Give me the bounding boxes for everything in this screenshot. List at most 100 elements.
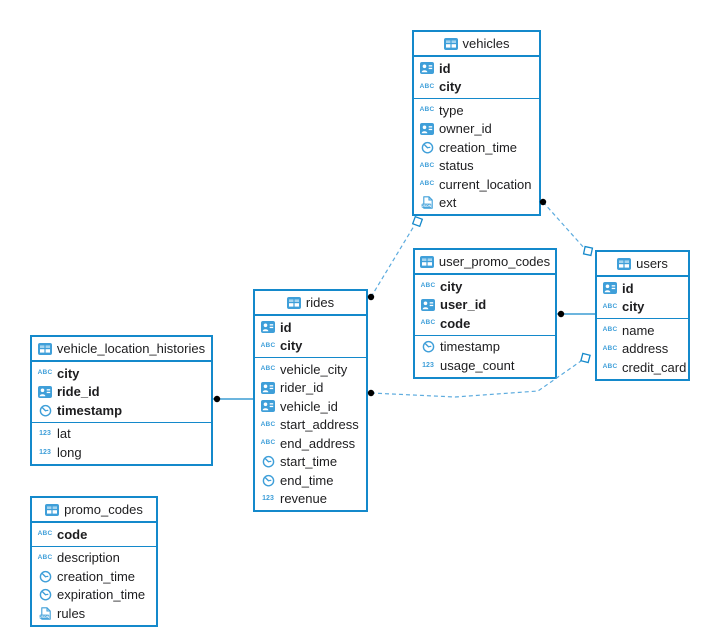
field-label: id [439,60,451,76]
field-label: description [57,550,120,566]
relationship-square-rides-vehicles [411,215,424,228]
text-icon: ABC [602,326,618,333]
table-title: user_promo_codes [438,254,551,269]
field-label: usage_count [440,357,515,373]
uuid-icon [602,282,618,295]
text-icon: ABC [602,363,618,370]
field-label: long [57,444,82,460]
table-header-users[interactable]: users [597,252,688,277]
time-icon [37,404,53,417]
time-icon [260,455,276,468]
table-title: promo_codes [64,502,143,517]
field-label: end_address [280,435,356,451]
field-label: creation_time [439,139,518,155]
field-label: user_id [440,297,487,313]
uuid-icon [420,298,436,311]
field-row-lat: 123 lat [32,425,211,444]
field-label: city [622,299,645,315]
field-label: current_location [439,176,532,192]
text-icon: ABC [260,341,276,349]
int-icon: 123 [39,430,51,438]
time-icon [420,340,436,353]
field-label: timestamp [57,402,123,418]
text-icon: ABC [260,420,276,428]
field-label: start_address [280,417,359,433]
int-icon: 123 [262,495,274,503]
field-row-id: id [597,279,688,298]
json-icon: JSON [37,607,53,620]
field-label: start_time [280,454,338,470]
text-icon: ABC [420,319,436,326]
field-row-user_id: user_id [415,296,555,315]
table-title: rides [305,295,335,310]
field-label: address [622,341,669,357]
relationship-dot-vehicle_location_histories-rides [213,395,221,403]
field-label: creation_time [57,568,136,584]
field-row-current_location: ABC current_location [414,175,539,194]
field-row-expiration_time: expiration_time [32,586,156,605]
field-label: ride_id [57,384,100,400]
time-icon [37,588,53,601]
table-header-vehicle_location_histories[interactable]: vehicle_location_histories [32,337,211,362]
uuid-icon [260,321,276,334]
relationship-square-vehicles-users [582,245,594,257]
field-label: code [440,315,471,331]
relationship-dot-rides-vehicles [367,293,375,301]
table-icon [45,503,60,516]
text-icon: ABC [419,180,435,187]
field-label: city [439,79,462,95]
svg-text:JSON: JSON [39,615,49,619]
int-icon: 123 [39,448,51,456]
field-row-code: ABC code [415,314,555,333]
table-header-rides[interactable]: rides [255,291,366,316]
field-row-timestamp: timestamp [32,401,211,420]
table-icon [419,255,434,268]
field-label: city [280,338,303,354]
field-row-timestamp: timestamp [415,338,555,357]
field-label: id [622,280,634,296]
text-icon: ABC [419,161,435,169]
relationship-dot-rides-users [367,389,375,397]
text-icon: ABC [419,106,435,113]
uuid-icon [37,385,53,398]
table-icon [617,257,632,270]
uuid-icon [260,381,276,394]
table-title: users [636,256,668,271]
field-label: rules [57,605,86,621]
time-icon [419,141,435,154]
field-label: revenue [280,491,327,507]
field-row-vehicle_id: vehicle_id [255,397,366,416]
text-icon: ABC [260,439,276,446]
table-header-promo_codes[interactable]: promo_codes [32,498,156,523]
table-header-user_promo_codes[interactable]: user_promo_codes [415,250,555,275]
table-header-vehicles[interactable]: vehicles [414,32,539,57]
field-label: vehicle_id [280,398,338,414]
json-icon: JSON [419,196,435,209]
field-row-city: ABC city [255,337,366,356]
field-label: lat [57,426,71,442]
field-row-long: 123 long [32,443,211,462]
field-row-rules: JSON rules [32,604,156,623]
field-label: code [57,526,88,542]
time-icon [260,474,276,487]
field-label: vehicle_city [280,361,348,377]
field-label: expiration_time [57,587,146,603]
